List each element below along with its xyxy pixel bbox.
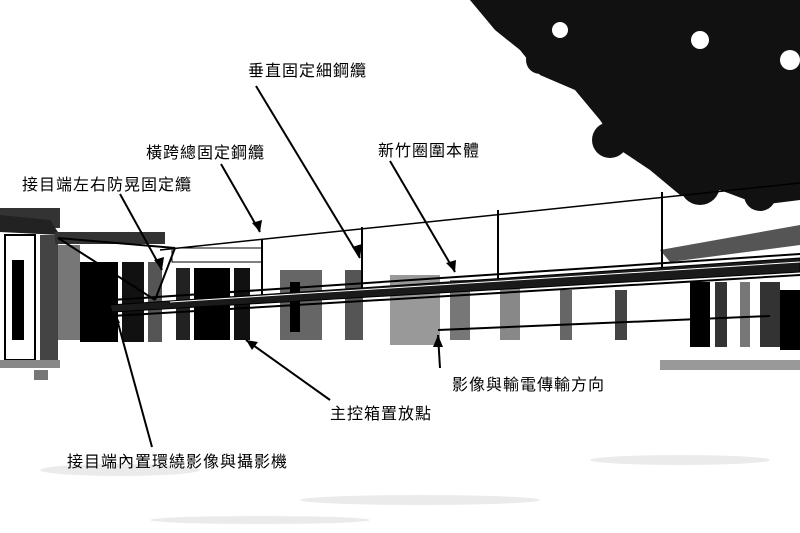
leader-lines — [114, 85, 456, 448]
span-cable — [159, 182, 800, 251]
arrow-camera — [110, 312, 120, 324]
arrow-span-cable — [252, 220, 262, 232]
arrow-control-box — [246, 340, 258, 350]
arrow-sway-cable — [154, 257, 164, 270]
label-control-box: 主控箱置放點 — [330, 404, 433, 423]
label-bamboo-body: 新竹圈圍本體 — [378, 141, 481, 160]
tree-canopy — [470, 0, 800, 211]
sway-cables — [57, 237, 176, 301]
transmission-line — [437, 315, 771, 331]
label-sway-cable: 接目端左右防晃固定纜 — [22, 175, 193, 194]
bamboo-enclosure — [109, 253, 800, 317]
label-span-cable: 橫跨總固定鋼纜 — [146, 143, 266, 162]
arrow-heads — [110, 220, 456, 350]
arrow-vertical-cable — [352, 244, 362, 258]
ground — [0, 380, 800, 533]
left-building — [0, 208, 165, 380]
arrow-bamboo-body — [446, 260, 456, 272]
arrow-direction — [433, 335, 443, 347]
label-camera: 接目端內置環繞影像與攝影機 — [67, 452, 289, 471]
label-transmission-direction: 影像與輸電傳輸方向 — [452, 375, 606, 394]
label-vertical-cable: 垂直固定細鋼纜 — [248, 61, 368, 80]
right-building — [660, 225, 800, 370]
